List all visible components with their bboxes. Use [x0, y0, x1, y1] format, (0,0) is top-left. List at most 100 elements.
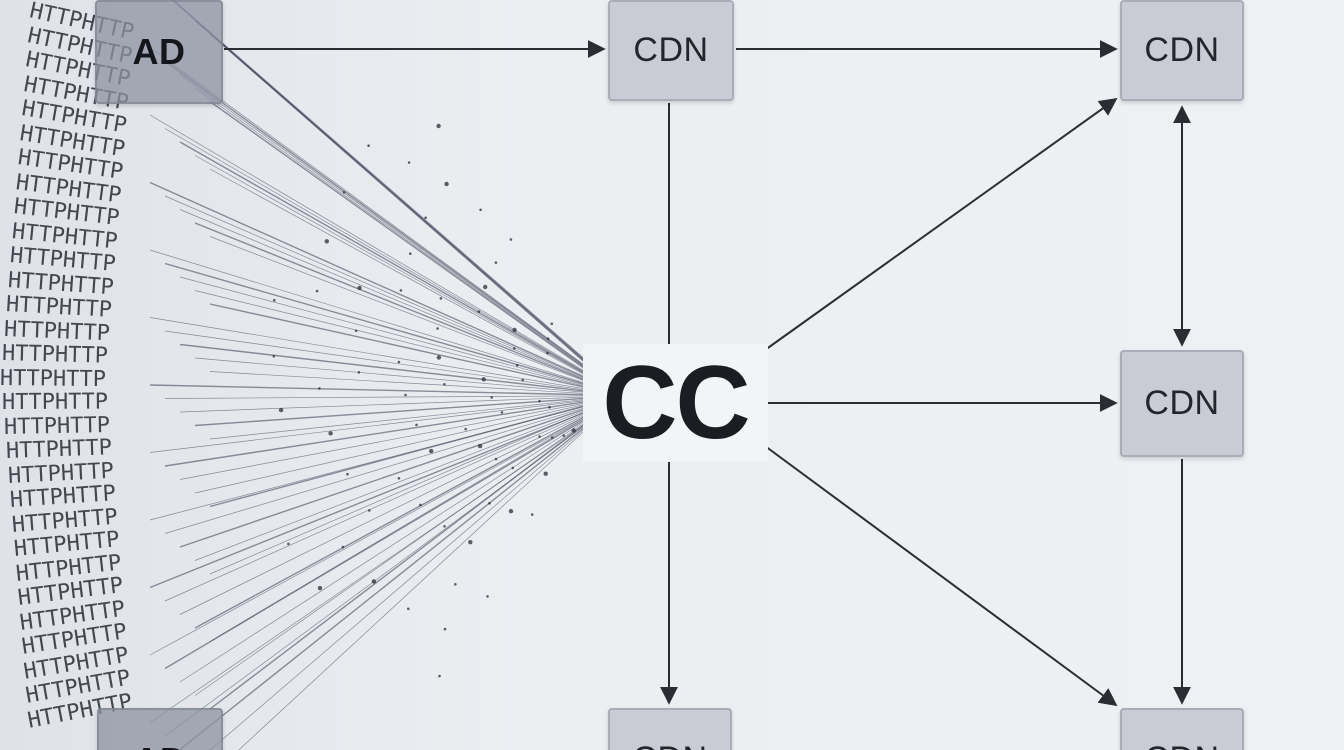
traffic-dot [488, 501, 491, 505]
traffic-dot [317, 585, 323, 591]
traffic-dot [436, 355, 442, 360]
traffic-dot [550, 322, 554, 326]
traffic-dot [407, 161, 411, 164]
node-cdn-bottom-mid: CDN [608, 708, 732, 750]
traffic-ray [209, 397, 599, 440]
traffic-ray [209, 100, 599, 379]
traffic-ray [194, 413, 599, 696]
traffic-dot [490, 396, 494, 399]
traffic-dot [439, 297, 443, 300]
traffic-dot [538, 435, 541, 438]
traffic-ray [149, 410, 599, 656]
traffic-dot [328, 431, 333, 436]
traffic-dot [287, 542, 290, 546]
traffic-ray [179, 343, 599, 394]
traffic-dot [494, 261, 498, 264]
traffic-dot [508, 509, 514, 514]
traffic-dot [546, 337, 550, 341]
traffic-ray [179, 412, 599, 683]
traffic-dot [367, 144, 370, 147]
traffic-dot [513, 347, 516, 350]
traffic-ray [164, 330, 599, 393]
node-ad-top: AD [95, 0, 223, 104]
traffic-dot [399, 289, 403, 292]
traffic-dot [341, 545, 345, 549]
traffic-ray [209, 33, 599, 375]
traffic-dot [538, 399, 541, 403]
traffic-dot [443, 525, 446, 528]
traffic-dot [509, 238, 513, 241]
traffic-dot [324, 239, 329, 244]
traffic-dot [486, 595, 489, 598]
traffic-dot [483, 284, 488, 290]
traffic-dot [512, 327, 517, 333]
traffic-dot [407, 607, 410, 611]
traffic-dot [481, 377, 486, 382]
traffic-ray [164, 128, 599, 381]
traffic-dot [404, 393, 407, 397]
traffic-dot [468, 540, 473, 545]
traffic-dot [546, 351, 549, 355]
traffic-ray [179, 209, 599, 385]
traffic-ray [194, 87, 599, 378]
traffic-ray [149, 406, 599, 589]
traffic-dot [515, 364, 519, 367]
traffic-ray [149, 114, 599, 380]
traffic-dot [443, 383, 446, 386]
traffic-dot [454, 583, 457, 586]
traffic-dot [477, 310, 481, 314]
traffic-ray [194, 396, 599, 427]
traffic-dot [550, 436, 554, 439]
traffic-dot [315, 289, 319, 293]
traffic-ray [209, 417, 599, 750]
traffic-ray [209, 236, 599, 387]
traffic-dot [354, 329, 358, 333]
traffic-ray [179, 400, 599, 480]
traffic-dot [438, 674, 441, 678]
traffic-ray [179, 276, 599, 389]
traffic-ray [194, 357, 599, 394]
traffic-ray [194, 401, 599, 494]
node-cdn-bottom-right: CDN [1120, 708, 1244, 750]
traffic-ray [179, 408, 599, 615]
traffic-dot [548, 405, 551, 409]
traffic-dot [543, 471, 548, 476]
traffic-dot [477, 443, 483, 449]
traffic-dot [464, 427, 468, 431]
traffic-ray [164, 262, 599, 389]
traffic-ray [194, 222, 599, 387]
traffic-dot [272, 354, 276, 358]
traffic-ray [164, 195, 599, 385]
traffic-ray [194, 405, 599, 561]
traffic-dot [368, 509, 371, 512]
node-cdn-top-right: CDN [1120, 0, 1244, 101]
edge-hub-to-cdn-bottom-right [764, 445, 1118, 707]
traffic-ray [149, 414, 599, 723]
traffic-dot [444, 181, 449, 187]
traffic-dot [511, 466, 515, 470]
traffic-dot [278, 407, 284, 413]
traffic-ray [164, 411, 599, 670]
traffic-ray [179, 403, 599, 548]
traffic-dot [397, 360, 401, 364]
traffic-dot [530, 513, 534, 516]
edge-hub-to-cdn-top-right [764, 97, 1118, 351]
traffic-ray [194, 290, 599, 390]
traffic-ray [149, 402, 599, 521]
traffic-ray [238, 417, 599, 750]
node-cdn-mid-right: CDN [1120, 350, 1244, 457]
node-ad-bottom: AD [97, 708, 223, 750]
traffic-dot [494, 457, 498, 461]
traffic-dot [436, 327, 439, 330]
traffic-dot [429, 448, 434, 454]
traffic-dot [346, 472, 349, 476]
traffic-dot [521, 378, 524, 382]
traffic-dot [419, 503, 422, 507]
traffic-dot [397, 477, 401, 480]
traffic-dot [500, 411, 504, 414]
traffic-ray [149, 384, 599, 396]
traffic-dot [436, 123, 441, 129]
traffic-dot [415, 423, 418, 427]
